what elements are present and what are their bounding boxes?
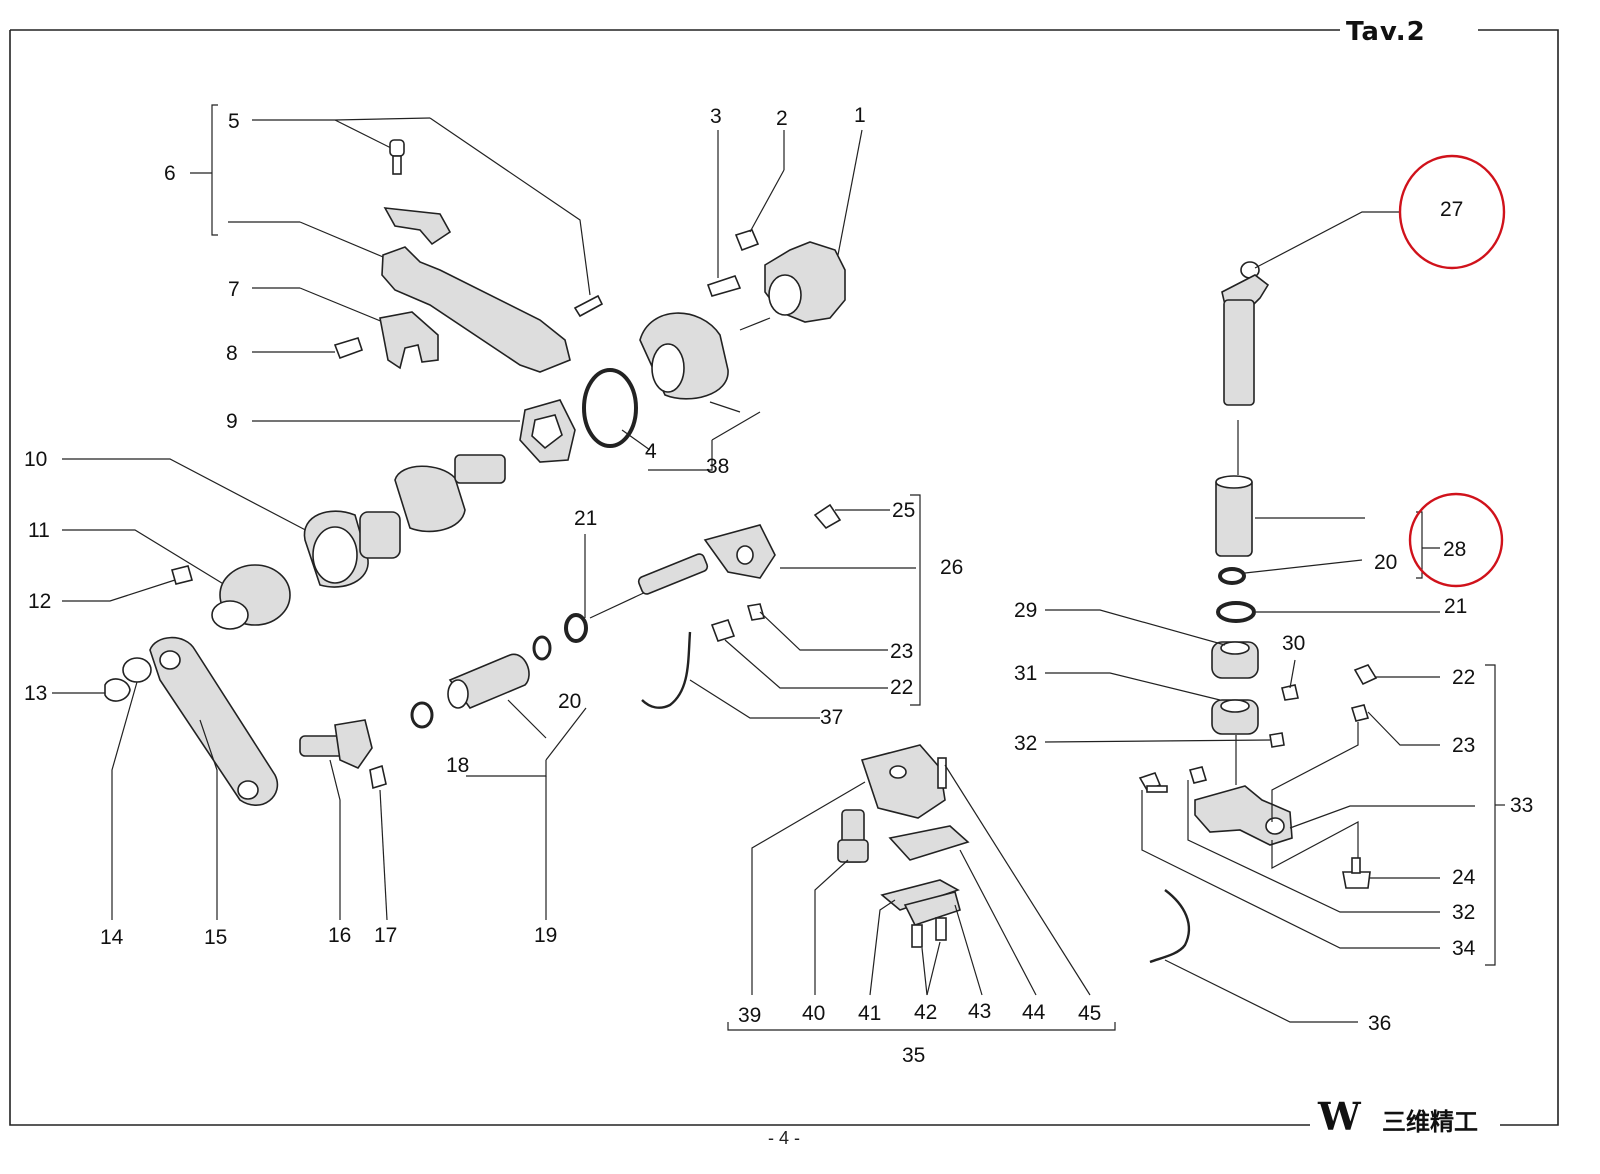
part-label: 40 [802, 1002, 825, 1025]
part-label: 4 [645, 440, 657, 463]
part-label: 38 [706, 455, 729, 478]
part-label: 12 [28, 590, 51, 613]
sheet-title: Tav.2 [1346, 17, 1426, 47]
part-label: 17 [374, 924, 397, 947]
part-label: 29 [1014, 599, 1037, 622]
page-number: - 4 - [768, 1128, 800, 1148]
part-label: 19 [534, 924, 557, 947]
part-label: 35 [902, 1044, 925, 1067]
part-label: 20 [1374, 551, 1397, 574]
part-label: 8 [226, 342, 238, 365]
part-label: 14 [100, 926, 124, 949]
part-label: 43 [968, 1000, 991, 1023]
part-label: 10 [24, 448, 47, 471]
part-label: 42 [914, 1001, 937, 1024]
part-label: 21 [1444, 595, 1467, 618]
part-label: 36 [1368, 1012, 1391, 1035]
part-label: 44 [1022, 1001, 1046, 1024]
part-label: 11 [28, 519, 50, 542]
part-label: 26 [940, 556, 963, 579]
part-label: 13 [24, 682, 47, 705]
part-label: 27 [1440, 198, 1463, 221]
part-label: 18 [446, 754, 469, 777]
highlight-circle-28 [1408, 492, 1504, 588]
part-label: 34 [1452, 937, 1476, 960]
part-label: 3 [710, 105, 722, 128]
part-label: 7 [228, 278, 240, 301]
part-label: 39 [738, 1004, 761, 1027]
part-label: 22 [890, 676, 913, 699]
highlight-circle-27 [1398, 154, 1506, 270]
part-label: 9 [226, 410, 238, 433]
part-label: 33 [1510, 794, 1533, 817]
part-label: 1 [854, 104, 866, 127]
part-label: 25 [892, 499, 915, 522]
part-label: 21 [574, 507, 597, 530]
part-label: 20 [558, 690, 581, 713]
part-label: 2 [776, 107, 788, 130]
page-frame [9, 29, 1559, 1126]
bracket-35 [727, 1022, 1116, 1031]
part-label: 32 [1452, 901, 1475, 924]
part-label: 23 [890, 640, 913, 663]
part-label: 30 [1282, 632, 1305, 655]
part-label: 31 [1014, 662, 1037, 685]
part-label: 24 [1452, 866, 1476, 889]
part-label: 16 [328, 924, 351, 947]
part-label: 32 [1014, 732, 1037, 755]
bracket-6 [211, 104, 218, 236]
part-label: 45 [1078, 1002, 1101, 1025]
part-label: 41 [858, 1002, 881, 1025]
part-label: 5 [228, 110, 240, 133]
part-labels: 1 2 3 4 5 6 7 8 9 10 11 12 13 14 15 16 1… [24, 104, 1533, 1067]
part-label: 37 [820, 706, 843, 729]
brand-name: 三维精工 [1382, 1108, 1478, 1136]
part-label: 22 [1452, 666, 1475, 689]
part-label: 28 [1443, 538, 1466, 561]
brand-logo: W [1317, 1094, 1362, 1139]
part-label: 6 [164, 162, 176, 185]
part-label: 23 [1452, 734, 1475, 757]
part-label: 15 [204, 926, 227, 949]
